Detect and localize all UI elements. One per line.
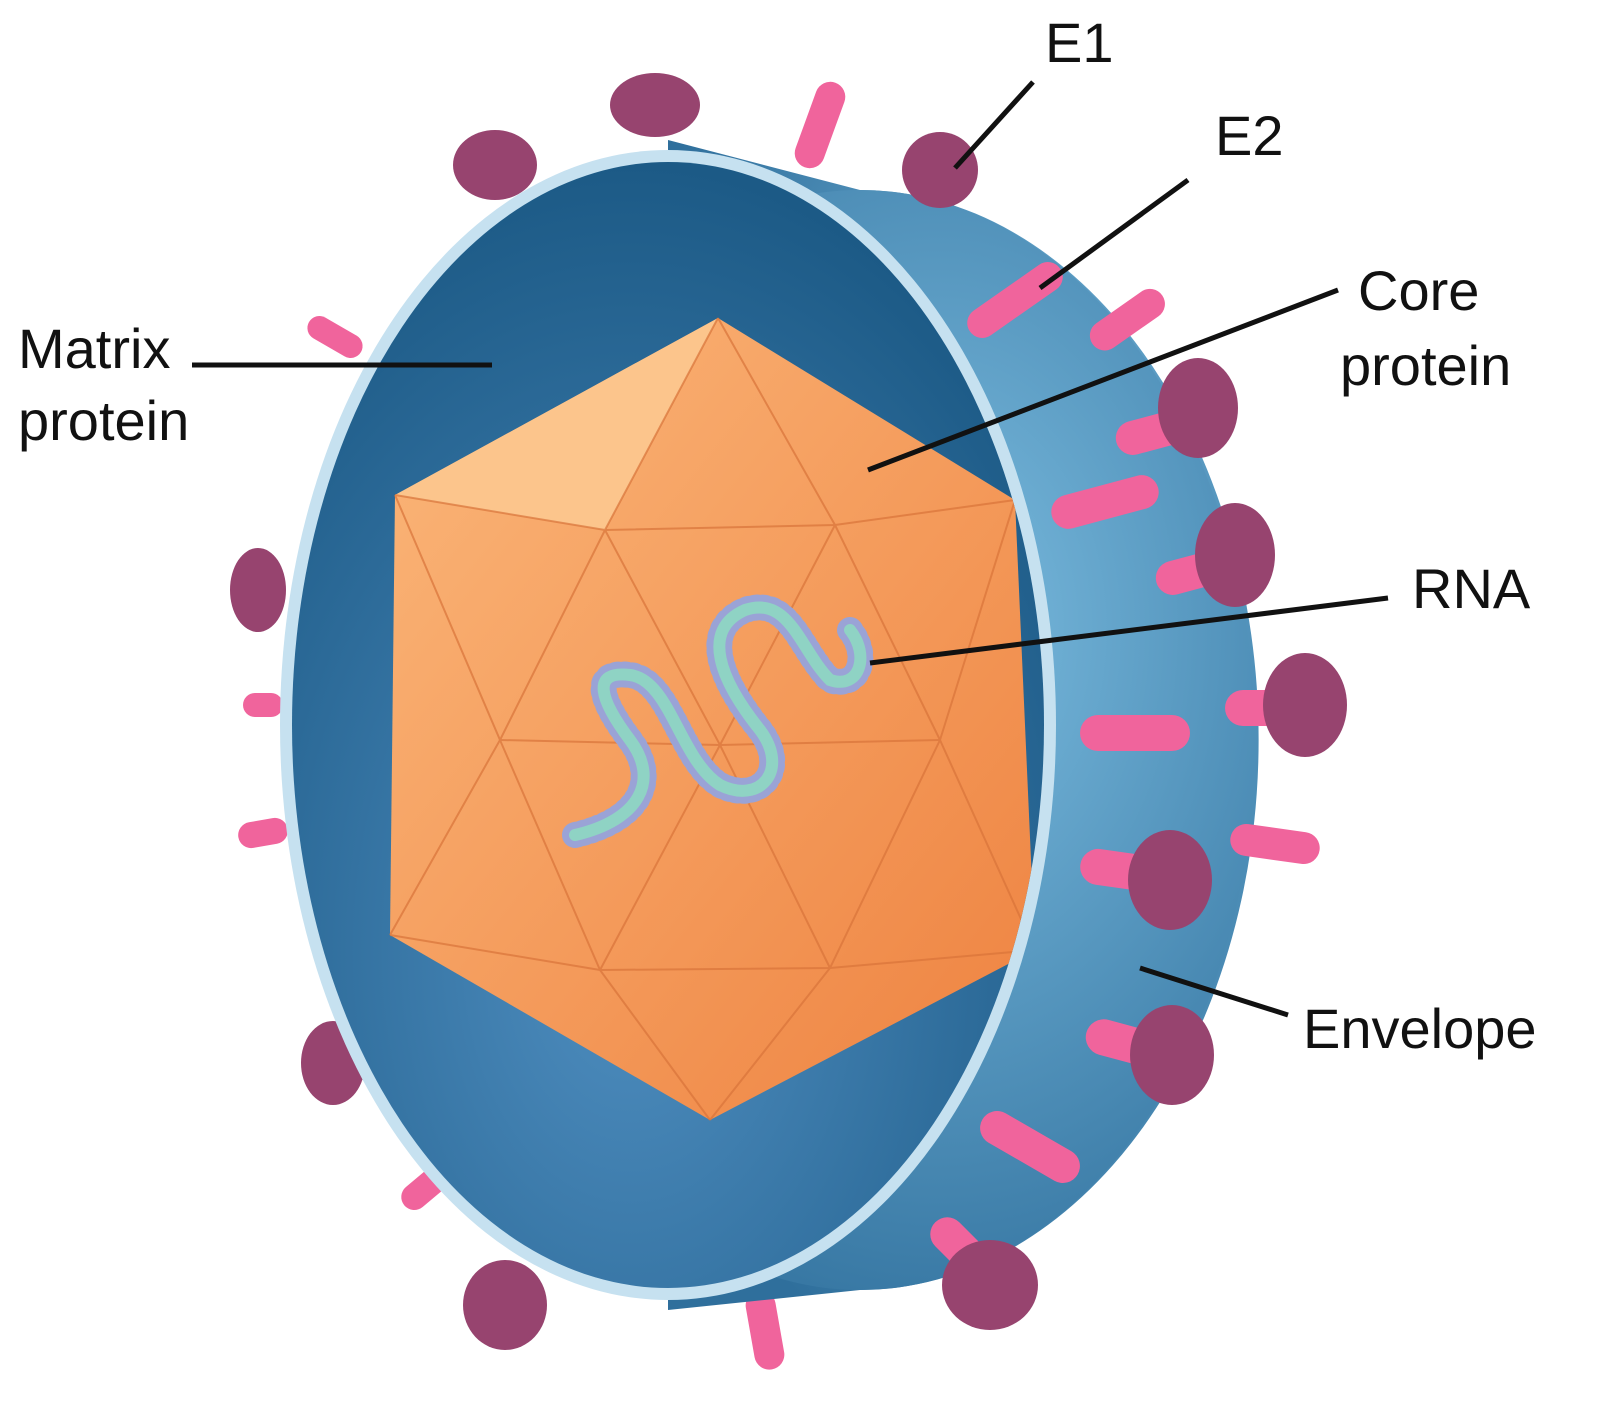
core-capsid: [389, 317, 1036, 1121]
label-matrix-protein-line1: Matrix: [18, 317, 170, 380]
spikes-front: [902, 132, 1347, 1330]
label-envelope: Envelope: [1303, 997, 1537, 1060]
rna-strand: [562, 594, 874, 848]
label-e2: E2: [1215, 104, 1284, 167]
label-core-protein-line1: Core: [1358, 259, 1479, 322]
label-rna: RNA: [1412, 557, 1531, 620]
label-e1: E1: [1045, 11, 1114, 74]
leader-lines: [192, 80, 1389, 1018]
label-matrix-protein-line2: protein: [18, 389, 189, 452]
label-core-protein-line2: protein: [1340, 334, 1511, 397]
